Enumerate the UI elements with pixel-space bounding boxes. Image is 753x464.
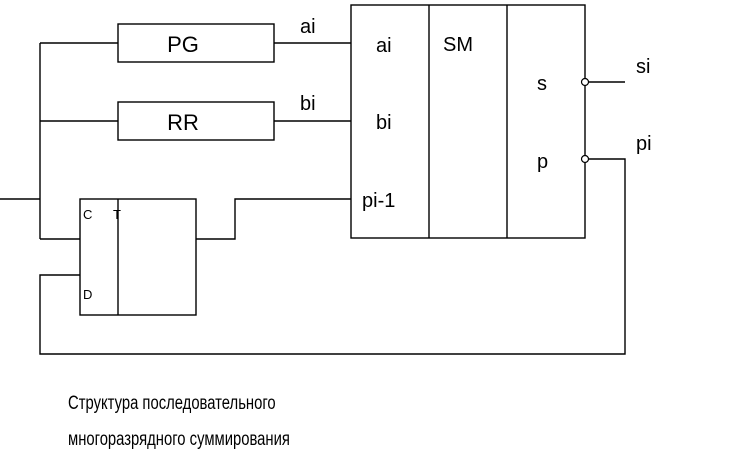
trigger-title-label: T xyxy=(113,207,121,222)
caption-line-2: многоразрядного суммирования xyxy=(68,429,290,450)
adder-output-p: p xyxy=(537,151,548,173)
pg-box xyxy=(117,23,275,63)
output-pin-s xyxy=(580,77,590,87)
trigger-block: C D T xyxy=(79,198,197,316)
carry-feedback-wire xyxy=(39,158,626,355)
output-pin-p xyxy=(580,154,590,164)
adder-input-bi: bi xyxy=(376,112,392,134)
output-label-si: si xyxy=(636,56,650,78)
rr-box xyxy=(117,101,275,141)
wire-carry-in xyxy=(196,198,351,240)
wire-label-ai: ai xyxy=(300,16,316,38)
adder-output-s: s xyxy=(537,73,547,95)
trigger-data-label: D xyxy=(83,287,92,302)
adder-name-label: SM xyxy=(443,34,473,56)
output-label-pi: pi xyxy=(636,133,652,155)
adder-box xyxy=(350,4,586,239)
pg-block: PG xyxy=(117,23,275,63)
adder-input-ai: ai xyxy=(376,35,392,57)
wires xyxy=(0,42,626,355)
trigger-clock-label: C xyxy=(83,207,92,222)
rr-block: RR xyxy=(117,101,275,141)
wire-label-bi: bi xyxy=(300,93,316,115)
rr-label: RR xyxy=(167,110,199,135)
adder-block: ai bi pi-1 SM s p xyxy=(350,4,590,239)
caption-line-1: Структура последовательного xyxy=(68,393,276,414)
adder-input-carry: pi-1 xyxy=(362,190,395,212)
trigger-box xyxy=(79,198,197,316)
pg-label: PG xyxy=(167,32,199,57)
